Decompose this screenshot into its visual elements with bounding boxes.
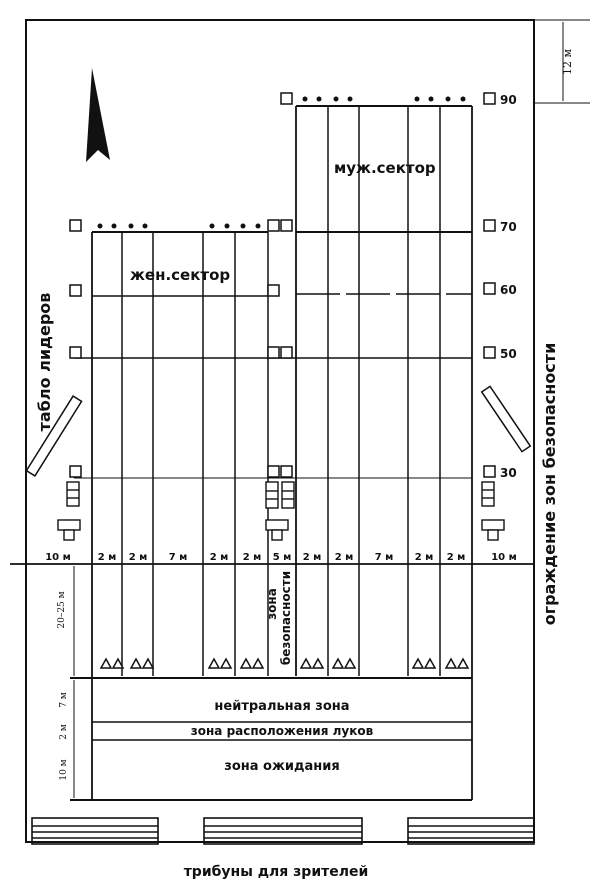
distance-markers <box>69 92 496 478</box>
score-boxes <box>66 481 495 509</box>
svg-text:2 м: 2 м <box>303 552 322 563</box>
svg-text:2 м: 2 м <box>129 552 148 563</box>
svg-text:2 м: 2 м <box>415 552 434 563</box>
field-border <box>25 19 535 843</box>
leaders-board-label: табло лидеров <box>35 293 54 432</box>
svg-text:2 м: 2 м <box>98 552 117 563</box>
svg-text:2 м: 2 м <box>447 552 466 563</box>
waiting-zone-label: зона ожидания <box>224 759 339 774</box>
bow-zone-label: зона расположения луков <box>191 724 374 738</box>
distance-70: 70 <box>500 220 517 234</box>
judge-table-icons <box>57 519 505 541</box>
svg-text:7 м: 7 м <box>375 552 394 563</box>
waiting-zone-dimension: 10 м <box>59 759 69 780</box>
svg-text:10 м: 10 м <box>491 552 517 563</box>
spectators-label: трибуны для зрителей <box>184 864 369 880</box>
lane-lines <box>91 106 473 800</box>
archer-positions <box>99 657 470 669</box>
leader-board-right <box>480 385 532 453</box>
distance-90: 90 <box>500 93 517 107</box>
safety-zone-label-2: безопасности <box>279 571 293 665</box>
top-dimension: 12 м <box>534 19 590 104</box>
distance-50: 50 <box>500 347 517 361</box>
svg-text:7 м: 7 м <box>169 552 188 563</box>
svg-text:2 м: 2 м <box>335 552 354 563</box>
distance-60: 60 <box>500 283 517 297</box>
leader-board-left <box>25 395 83 477</box>
target-butts <box>97 96 466 229</box>
distance-30: 30 <box>500 466 517 480</box>
safety-zone-label-1: зона <box>265 588 279 620</box>
svg-text:5 м: 5 м <box>273 552 292 563</box>
svg-text:2 м: 2 м <box>243 552 262 563</box>
svg-text:10 м: 10 м <box>45 552 71 563</box>
width-dimensions: 10 м 2 м 2 м 7 м 2 м 2 м 5 м 2 м 2 м 7 м… <box>45 552 517 563</box>
safety-fence-label: ограждение зон безопасности <box>540 343 559 626</box>
svg-text:2 м: 2 м <box>210 552 229 563</box>
depth-dimension-label: 20–25 м <box>57 591 67 628</box>
north-arrow-icon <box>86 68 110 162</box>
bow-zone-dimension: 2 м <box>59 724 69 740</box>
neutral-zone-label: нейтральная зона <box>214 699 349 714</box>
spectator-stands <box>31 817 535 845</box>
top-dimension-label: 12 м <box>561 49 574 75</box>
men-sector-label: муж.сектор <box>334 159 436 177</box>
neutral-zone-dimension: 7 м <box>59 692 69 708</box>
women-sector-label: жен.сектор <box>130 266 230 284</box>
